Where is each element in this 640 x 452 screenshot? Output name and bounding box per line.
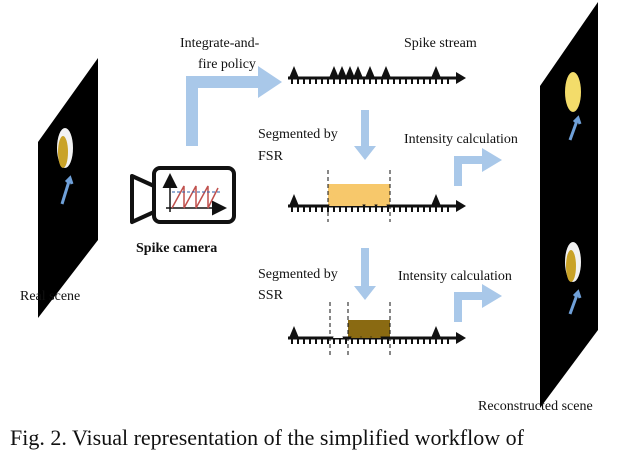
segmented-fsr-line2: FSR <box>258 149 284 164</box>
arrow-down-fsr <box>354 110 376 160</box>
spike-stream-ssr <box>288 302 466 356</box>
integrate-label-line1: Integrate-and- <box>180 36 260 51</box>
spike <box>353 66 363 78</box>
arrow-intensity-1 <box>454 148 502 186</box>
fsr-spike <box>353 194 363 206</box>
arrow-down-ssr <box>354 248 376 300</box>
spike <box>337 66 347 78</box>
spike-camera-icon <box>130 166 236 224</box>
spike <box>345 66 355 78</box>
ssr-spike <box>361 326 371 338</box>
fsr-spike <box>345 194 355 206</box>
ssr-spike <box>351 326 361 338</box>
segmented-fsr-line1: Segmented by <box>258 127 338 142</box>
spike <box>329 66 339 78</box>
spike-camera-label: Spike camera <box>136 241 217 256</box>
spike <box>431 66 441 78</box>
integrate-label-line2: fire policy <box>198 57 256 72</box>
ssr-spike <box>371 326 381 338</box>
segmented-ssr-line2: SSR <box>258 288 284 303</box>
real-scene-label: Real scene <box>20 289 80 304</box>
figure-caption: Fig. 2. Visual representation of the sim… <box>10 425 524 450</box>
real-scene-arrow-icon <box>60 175 74 205</box>
spike-stream-fsr <box>288 170 466 222</box>
time-axis-head <box>456 332 466 344</box>
time-axis-head <box>456 200 466 212</box>
spike <box>381 66 391 78</box>
reconstructed-scene-label: Reconstructed scene <box>478 399 593 414</box>
spike-stream-top <box>288 66 466 84</box>
arrow-camera-to-stream <box>186 66 282 146</box>
ssr-spike-white <box>333 326 343 338</box>
spike <box>431 326 441 338</box>
time-axis-head <box>456 72 466 84</box>
spike <box>289 194 299 206</box>
reconstructed-scene-panel-2 <box>540 150 598 408</box>
spike <box>431 194 441 206</box>
spike <box>289 326 299 338</box>
intensity-calculation-label-2: Intensity calculation <box>398 269 512 284</box>
spike <box>365 66 375 78</box>
fsr-spike <box>337 194 347 206</box>
segmented-ssr-line1: Segmented by <box>258 267 338 282</box>
fsr-spike <box>365 194 375 206</box>
spike-stream-label: Spike stream <box>404 36 477 51</box>
fsr-spike <box>329 194 339 206</box>
arrow-intensity-2 <box>454 284 502 322</box>
real-scene-panel <box>38 58 98 318</box>
fsr-spike <box>377 194 387 206</box>
spike <box>289 66 299 78</box>
intensity-calculation-label-1: Intensity calculation <box>404 132 518 147</box>
